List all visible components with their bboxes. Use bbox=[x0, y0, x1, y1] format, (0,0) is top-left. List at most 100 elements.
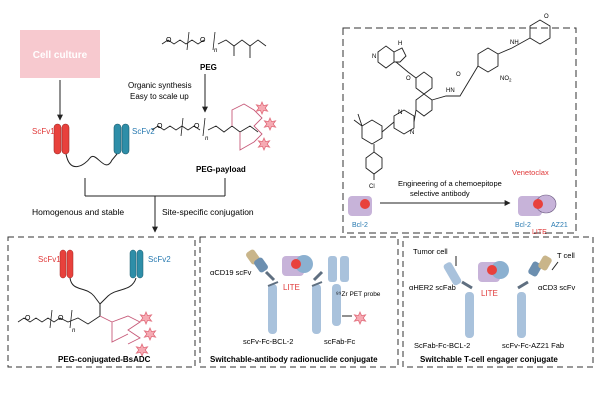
rad-hinge bbox=[267, 281, 323, 287]
tcell-hinge-arms bbox=[461, 280, 529, 290]
bsadc-star-2 bbox=[143, 327, 157, 341]
bsadc-scfv2 bbox=[129, 249, 144, 279]
rad-hinge-arms bbox=[264, 270, 324, 282]
tcell-fc-left bbox=[465, 292, 474, 338]
peg-section: O O n PEG Organic synthesis Easy to scal… bbox=[128, 31, 277, 174]
scfv-fc-az21-label: scFv-Fc-AZ21 Fab bbox=[502, 341, 564, 350]
scfab-fc-bcl2-label: ScFab-Fc-BCL-2 bbox=[414, 341, 470, 350]
rad-fc-right bbox=[312, 284, 321, 334]
scfv2-domain bbox=[113, 123, 130, 155]
tcell-caption: Switchable T-cell engager conjugate bbox=[420, 355, 558, 364]
easy-scale-text: Easy to scale up bbox=[130, 92, 189, 101]
bsadc-scfv2-label: ScFv2 bbox=[148, 255, 171, 264]
bsadc-linkers bbox=[69, 277, 137, 316]
linker-line bbox=[65, 153, 118, 167]
scfv1-domain bbox=[53, 123, 70, 155]
tcell-lite-label: LITE bbox=[481, 289, 498, 298]
atom-no2: NO2 bbox=[500, 76, 512, 83]
cell-culture-box bbox=[20, 30, 100, 78]
acd3-scfv-tan bbox=[538, 255, 552, 271]
bcl2-right-ligand bbox=[533, 199, 543, 209]
bsadc-n: n bbox=[72, 328, 76, 334]
bsadc-payload-linker bbox=[99, 315, 141, 345]
venetoclax-label: Venetoclax bbox=[512, 168, 549, 177]
engineering-line2: selective antibody bbox=[410, 189, 470, 198]
bcl2-left-label: Bcl-2 bbox=[352, 222, 368, 229]
radionuclide-caption: Switchable-antibody radionuclide conjuga… bbox=[210, 355, 378, 364]
peg-label: PEG bbox=[200, 63, 217, 72]
atom-o-ether: O bbox=[406, 76, 411, 82]
bcl2-left-ligand bbox=[360, 199, 370, 209]
homogenous-text: Homogenous and stable bbox=[32, 207, 124, 217]
bsadc-scfv1 bbox=[59, 249, 74, 279]
rad-fc-left bbox=[268, 284, 277, 334]
bsadc-panel-border bbox=[7, 236, 196, 368]
venetoclax-structure bbox=[353, 19, 551, 180]
payload-star-2 bbox=[263, 117, 277, 131]
payload-star-3 bbox=[257, 137, 271, 151]
t-cell-pointer bbox=[551, 261, 559, 271]
pet-star bbox=[353, 311, 367, 325]
peg-payload-brackets bbox=[180, 117, 206, 137]
radionuclide-panel: αCD19 scFv LITE ⁸⁹Zr PET probe scFv-Fc-B… bbox=[199, 236, 399, 368]
rad-scfab-arm1 bbox=[328, 256, 337, 282]
venetoclax-panel: N H O HN O NH O NO2 N N Cl Venetoclax En… bbox=[342, 14, 577, 236]
rad-lite-label: LITE bbox=[283, 283, 300, 292]
cell-culture-section: Cell culture ScFv1 ScFv2 bbox=[20, 30, 155, 167]
lite-top-label: LITE bbox=[532, 229, 547, 236]
atom-o-oxane: O bbox=[544, 14, 549, 20]
acd19-label: αCD19 scFv bbox=[210, 268, 252, 277]
atom-hn: HN bbox=[446, 88, 455, 94]
bsadc-panel: ScFv1 ScFv2 O O n PEG-conjugated-BsADC bbox=[7, 236, 196, 368]
rad-fab bbox=[295, 255, 313, 273]
peg-brackets bbox=[186, 31, 216, 51]
peg-n: n bbox=[214, 48, 218, 54]
scfv2-label: ScFv2 bbox=[132, 127, 155, 136]
peg-o1: O bbox=[166, 37, 172, 44]
az21-label: AZ21 bbox=[551, 222, 568, 229]
tumor-cell-label: Tumor cell bbox=[413, 247, 448, 256]
pp-o2: O bbox=[194, 123, 200, 130]
merge-flow: Homogenous and stable Site-specific conj… bbox=[32, 178, 254, 233]
atom-nh: NH bbox=[510, 40, 519, 46]
atom-n-pip1: N bbox=[398, 110, 402, 116]
radionuclide-panel-border bbox=[199, 236, 399, 368]
scfab-fc-label: scFab-Fc bbox=[324, 337, 356, 346]
scfv1-label: ScFv1 bbox=[32, 127, 55, 136]
peg-payload-chain bbox=[151, 125, 201, 131]
bsadc-o2: O bbox=[58, 315, 64, 322]
site-specific-text: Site-specific conjugation bbox=[162, 207, 254, 217]
tcell-fab bbox=[491, 261, 509, 279]
rad-scfab-arm2 bbox=[340, 256, 349, 282]
bsadc-star-1 bbox=[139, 311, 153, 325]
aher2-label: αHER2 scFab bbox=[409, 283, 456, 292]
engineering-line1: Engineering of a chemoepitope bbox=[398, 179, 502, 188]
pet-probe-label: ⁸⁹Zr PET probe bbox=[336, 291, 381, 298]
atom-n-pip2: N bbox=[410, 130, 414, 136]
bsadc-scfv1-label: ScFv1 bbox=[38, 255, 61, 264]
peg-tail bbox=[217, 39, 267, 58]
peg-chain bbox=[161, 39, 205, 45]
scfv-fc-bcl2-label: scFv-Fc-BCL-2 bbox=[243, 337, 293, 346]
bsadc-o1: O bbox=[25, 315, 31, 322]
atom-h: H bbox=[398, 41, 402, 47]
tcell-panel: Tumor cell T cell αHER2 scFab LITE αCD3 … bbox=[402, 236, 594, 368]
rad-scfab-fc bbox=[332, 284, 341, 326]
tcell-panel-border bbox=[402, 236, 594, 368]
peg-o2: O bbox=[200, 37, 206, 44]
peg-payload-backbone bbox=[207, 125, 259, 133]
payload-star-1 bbox=[255, 101, 269, 115]
atom-n1: N bbox=[372, 54, 376, 60]
pp-o1: O bbox=[157, 123, 163, 130]
pp-n: n bbox=[205, 136, 209, 142]
bsadc-caption: PEG-conjugated-BsADC bbox=[58, 355, 151, 364]
payload-linker bbox=[231, 103, 263, 151]
organic-synthesis-text: Organic synthesis bbox=[128, 81, 192, 90]
peg-payload-label: PEG-payload bbox=[196, 165, 246, 174]
acd19-scfv-blue bbox=[254, 257, 268, 273]
aher2-arm bbox=[443, 262, 462, 286]
tcell-ligand bbox=[487, 265, 497, 275]
bcl2-right-label: Bcl-2 bbox=[515, 222, 531, 229]
venetoclax-panel-border bbox=[342, 27, 577, 234]
